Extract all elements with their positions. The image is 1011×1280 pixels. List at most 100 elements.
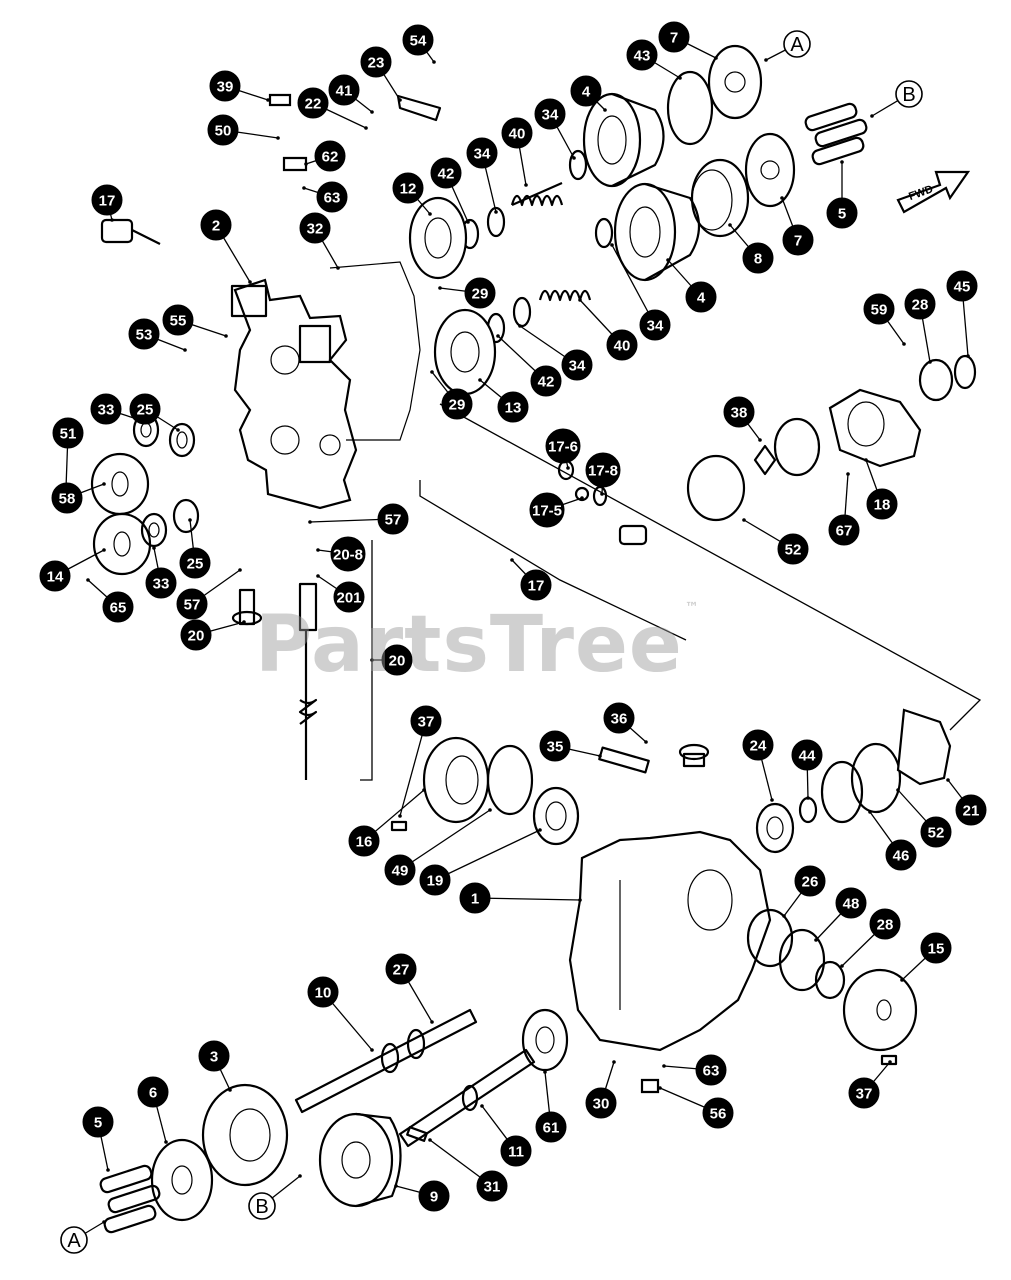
callout-label: 5 <box>94 1115 102 1132</box>
callout-label: 63 <box>703 1063 720 1080</box>
callout-label: 39 <box>217 79 234 96</box>
callout-bubble <box>128 318 160 350</box>
callout-bubble <box>402 24 434 56</box>
callout-bubble <box>946 270 978 302</box>
bracket-23 <box>396 94 442 122</box>
callout-label: 20-8 <box>333 547 363 564</box>
reference-letter: B <box>248 1192 276 1220</box>
callout-label: 36 <box>611 711 628 728</box>
part-number-callout: 26 <box>794 865 826 897</box>
part-number-callout: 63 <box>695 1054 727 1086</box>
callout-label: 27 <box>393 962 410 979</box>
leader-tip <box>308 520 312 524</box>
leader-tip <box>658 1086 662 1090</box>
part-number-callout: 37 <box>410 705 442 737</box>
part-number-callout: 65 <box>102 591 134 623</box>
leader-tip <box>946 778 950 782</box>
callout-label: 15 <box>928 941 945 958</box>
reference-letter: A <box>60 1226 88 1254</box>
part-number-callout: 30 <box>585 1087 617 1119</box>
bearing-26 <box>746 908 794 968</box>
part-number-callout: 29 <box>441 388 473 420</box>
callout-bubble <box>782 224 814 256</box>
callout-label: 23 <box>368 55 385 72</box>
leader-tip <box>304 162 308 166</box>
callout-label: 12 <box>400 181 417 198</box>
callout-label: 201 <box>336 590 361 607</box>
leader-tip <box>572 156 576 160</box>
leader-tip <box>164 1140 168 1144</box>
callout-label: 50 <box>215 123 232 140</box>
cylinder-block-9 <box>318 1112 402 1208</box>
part-number-callout: 63 <box>316 181 348 213</box>
part-number-callout: 27 <box>385 953 417 985</box>
callout-bubble <box>129 393 161 425</box>
callout-label: 17-6 <box>548 439 578 456</box>
bushing-25-upper <box>168 422 196 458</box>
callout-bubble <box>179 547 211 579</box>
leader-tip <box>370 658 374 662</box>
plate-35 <box>598 746 650 774</box>
leader-tip <box>714 56 718 60</box>
leader-tip <box>248 280 252 284</box>
part-number-callout: 53 <box>128 318 160 350</box>
callout-leader <box>399 720 427 817</box>
callout-label: 41 <box>336 83 353 100</box>
callout-bubble <box>333 581 365 613</box>
part-number-callout: 36 <box>603 702 635 734</box>
callout-bubble <box>742 729 774 761</box>
cover-21 <box>896 708 952 786</box>
leader-tip <box>152 546 156 550</box>
part-number-callout: 51 <box>52 417 84 449</box>
part-number-callout: 19 <box>419 864 451 896</box>
callout-label: 4 <box>697 290 706 307</box>
part-number-callout: 8 <box>742 242 774 274</box>
leader-tip <box>928 360 932 364</box>
part-number-callout: 2 <box>200 209 232 241</box>
leader-tip <box>758 438 762 442</box>
callout-bubble <box>392 172 424 204</box>
leader-tip <box>578 298 582 302</box>
callout-label: 26 <box>802 874 819 891</box>
leader-tip <box>430 370 434 374</box>
part-number-callout: 31 <box>476 1170 508 1202</box>
leader-tip <box>814 938 818 942</box>
end-cover-15 <box>842 968 918 1052</box>
leader-tip <box>364 126 368 130</box>
callout-bubble <box>904 288 936 320</box>
part-number-callout: 28 <box>869 908 901 940</box>
callout-label: 28 <box>877 917 894 934</box>
leader-tip <box>610 243 614 247</box>
callout-bubble <box>316 181 348 213</box>
leader-tip <box>566 466 570 470</box>
leader-tip <box>478 378 482 382</box>
callout-label: 43 <box>634 48 651 65</box>
shaft-11 <box>398 1048 536 1148</box>
callout-bubble <box>585 452 621 488</box>
leader-tip <box>422 788 426 792</box>
leader-tip <box>102 482 106 486</box>
callout-bubble <box>529 492 565 528</box>
part-number-callout: 25 <box>179 547 211 579</box>
callout-bubble <box>418 1180 450 1212</box>
part-number-callout: 34 <box>561 349 593 381</box>
part-number-callout: 17-5 <box>529 492 565 528</box>
callout-bubble <box>348 825 380 857</box>
callout-bubble <box>466 137 498 169</box>
part-number-callout: 5 <box>82 1106 114 1138</box>
leader-tip <box>864 458 868 462</box>
callout-bubble <box>90 393 122 425</box>
callout-bubble <box>51 482 83 514</box>
leader-tip <box>518 324 522 328</box>
callout-label: 59 <box>871 302 888 319</box>
callout-bubble <box>476 1170 508 1202</box>
leader-tip <box>644 740 648 744</box>
leader-tip <box>316 548 320 552</box>
callout-label: 1 <box>471 891 479 908</box>
callout-label: A <box>790 34 804 56</box>
leader-tip <box>370 110 374 114</box>
part-number-callout: 43 <box>626 39 658 71</box>
callout-label: 16 <box>356 834 373 851</box>
callout-bubble <box>180 619 212 651</box>
callout-bubble <box>176 588 208 620</box>
